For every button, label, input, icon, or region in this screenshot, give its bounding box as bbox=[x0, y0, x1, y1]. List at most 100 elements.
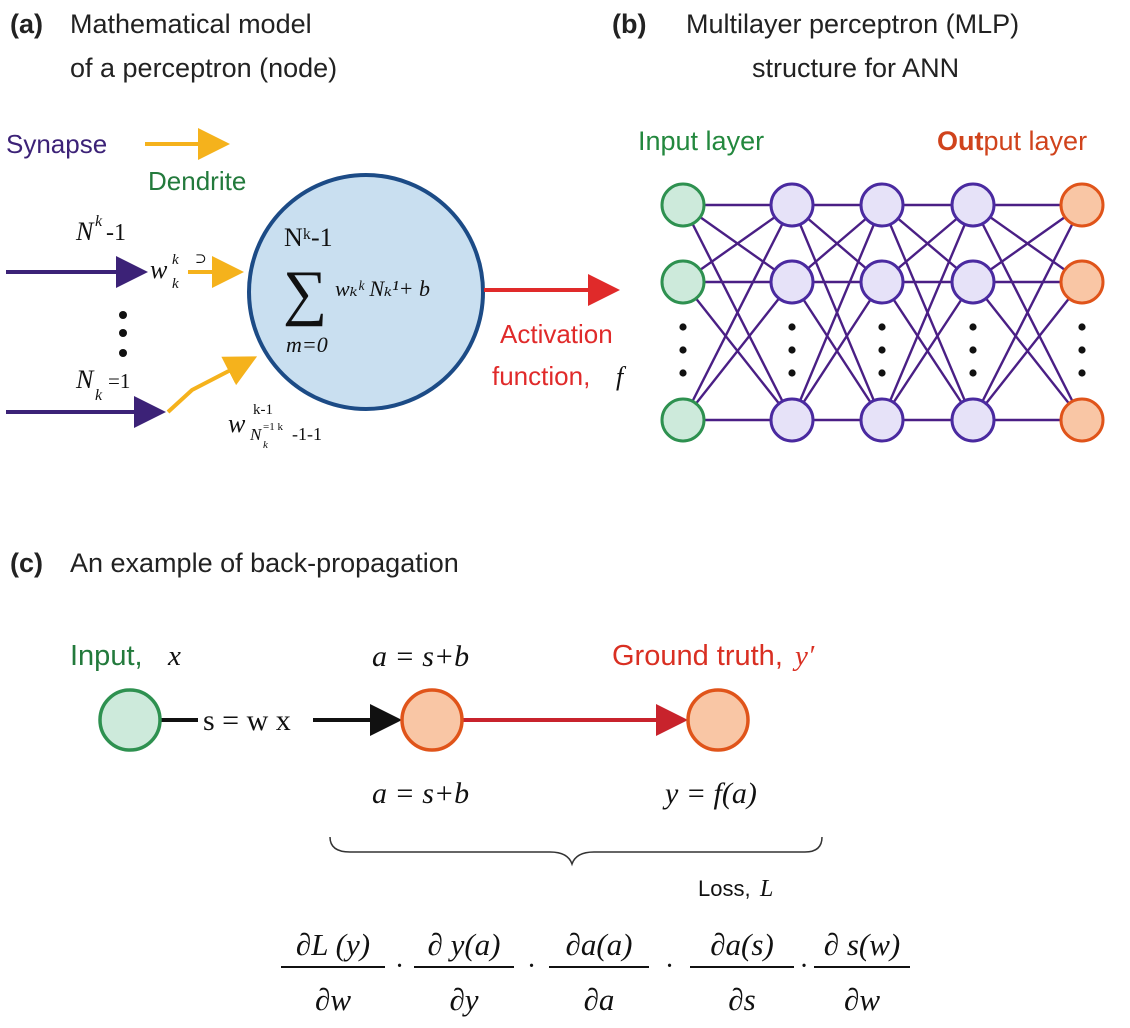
svg-text:-1-1: -1-1 bbox=[292, 424, 322, 444]
mlp-output-node bbox=[1059, 259, 1105, 305]
input-bottom-label: N k =1 bbox=[75, 365, 130, 404]
input-top-label: N k -1 bbox=[75, 213, 126, 246]
loss-brace bbox=[329, 836, 823, 867]
mlp-input-node bbox=[660, 182, 706, 228]
perceptron-node bbox=[247, 173, 485, 411]
mlp-connection bbox=[880, 281, 975, 421]
backprop-input-node bbox=[98, 688, 162, 752]
activation-label-line1: Activation bbox=[500, 319, 613, 349]
input-x-label: Input, bbox=[70, 640, 143, 672]
chain-term-denominator: ∂w bbox=[844, 982, 880, 1017]
mlp-ellipsis-dot bbox=[679, 369, 687, 377]
chain-term-denominator: ∂w bbox=[315, 982, 351, 1017]
sum-body: wₖᵏ Nₖ¹+ b bbox=[335, 276, 430, 301]
mlp-ellipsis-dot bbox=[788, 323, 796, 331]
svg-text:⊃: ⊃ bbox=[195, 252, 207, 267]
svg-text:k: k bbox=[172, 276, 179, 292]
mlp-connection bbox=[790, 281, 884, 421]
chain-rule-expression: ∂L (y)∂w·∂ y(a)∂y·∂a(a)∂a·∂a(s)∂s·∂ s(w)… bbox=[281, 927, 910, 1017]
chain-term-denominator: ∂a bbox=[584, 982, 615, 1017]
mlp-output-node bbox=[1059, 397, 1105, 443]
mlp-ellipsis-dot bbox=[788, 346, 796, 354]
mlp-hidden-node bbox=[950, 182, 996, 228]
chain-term-numerator: ∂L (y) bbox=[296, 927, 370, 962]
mlp-hidden-node bbox=[950, 259, 996, 305]
svg-text:k: k bbox=[95, 213, 103, 230]
dendrite-label: Dendrite bbox=[148, 166, 246, 196]
dendrite-arrow-bottom bbox=[166, 356, 258, 414]
sum-symbol: ∑ bbox=[283, 259, 327, 327]
svg-text:=1 k: =1 k bbox=[263, 421, 283, 433]
svg-text:N: N bbox=[249, 425, 263, 444]
mlp-ellipsis-dot bbox=[679, 323, 687, 331]
chain-term-numerator: ∂ s(w) bbox=[824, 927, 900, 962]
input-ellipsis-dot bbox=[119, 329, 127, 337]
panel-b-title-line2: structure for ANN bbox=[752, 53, 959, 83]
svg-text:k-1: k-1 bbox=[253, 402, 273, 418]
activation-symbol: f bbox=[616, 362, 627, 391]
mlp-ellipsis-dot bbox=[788, 369, 796, 377]
chain-multiply-dot: · bbox=[527, 951, 536, 982]
mlp-ellipsis-dot bbox=[969, 323, 977, 331]
mlp-edges bbox=[681, 203, 1084, 422]
mlp-ellipsis-dot bbox=[969, 369, 977, 377]
panel-c: (c) An example of back-propagation Input… bbox=[10, 548, 910, 1017]
mlp-connection bbox=[682, 281, 793, 421]
mlp-nodes bbox=[660, 182, 1105, 443]
mlp-connection bbox=[972, 281, 1083, 421]
activation-label-line2: function, bbox=[492, 361, 590, 391]
sum-upper-limit: Nᵏ-1 bbox=[284, 223, 333, 252]
mlp-ellipses bbox=[679, 323, 1086, 377]
node2-bottom-label: a = s+b bbox=[372, 777, 469, 810]
svg-text:-1: -1 bbox=[106, 220, 126, 246]
mlp-ellipsis-dot bbox=[679, 346, 687, 354]
svg-text:k: k bbox=[263, 439, 269, 451]
loss-symbol: L bbox=[759, 876, 773, 902]
chain-term-numerator: ∂a(s) bbox=[710, 927, 774, 962]
svg-text:k: k bbox=[172, 252, 179, 268]
svg-text:w: w bbox=[150, 255, 168, 284]
chain-term-numerator: ∂a(a) bbox=[566, 927, 633, 962]
panel-c-tag: (c) bbox=[10, 548, 43, 578]
svg-text:N: N bbox=[75, 365, 95, 394]
mlp-connection bbox=[790, 204, 884, 421]
input-ellipsis-dot bbox=[119, 311, 127, 319]
mlp-input-node bbox=[660, 259, 706, 305]
mlp-ellipsis-dot bbox=[878, 323, 886, 331]
mlp-hidden-node bbox=[859, 182, 905, 228]
panel-b: (b) Multilayer perceptron (MLP) structur… bbox=[612, 9, 1105, 443]
output-layer-label: Output layer bbox=[937, 126, 1087, 156]
edge-label-s: s = w x bbox=[203, 704, 291, 737]
backprop-hidden-node bbox=[400, 688, 464, 752]
mlp-connection bbox=[880, 204, 975, 421]
mlp-hidden-node bbox=[769, 397, 815, 443]
input-ellipsis-dot bbox=[119, 349, 127, 357]
chain-term-denominator: ∂s bbox=[728, 982, 755, 1017]
mlp-connection bbox=[681, 204, 794, 421]
panel-a-title-line2: of a perceptron (node) bbox=[70, 53, 337, 83]
mlp-hidden-node bbox=[859, 397, 905, 443]
mlp-ellipsis-dot bbox=[878, 346, 886, 354]
svg-text:=1: =1 bbox=[108, 369, 130, 393]
mlp-connection bbox=[971, 204, 1084, 421]
svg-text:N: N bbox=[75, 217, 95, 246]
panel-a-tag: (a) bbox=[10, 9, 43, 39]
loss-label: Loss, bbox=[698, 876, 751, 901]
weight-top-label: w k k ⊃ bbox=[150, 252, 207, 292]
panel-b-tag: (b) bbox=[612, 9, 646, 39]
chain-multiply-dot: · bbox=[395, 951, 404, 982]
mlp-ellipsis-dot bbox=[878, 369, 886, 377]
node2-top-label: a = s+b bbox=[372, 640, 469, 673]
mlp-hidden-node bbox=[950, 397, 996, 443]
svg-text:w: w bbox=[228, 409, 246, 438]
ground-truth-label: Ground truth, bbox=[612, 640, 783, 672]
mlp-ellipsis-dot bbox=[969, 346, 977, 354]
panel-c-title: An example of back-propagation bbox=[70, 548, 459, 578]
input-x-symbol: x bbox=[167, 640, 181, 672]
svg-text:k: k bbox=[95, 387, 103, 404]
node3-bottom-label: y = f(a) bbox=[662, 777, 757, 810]
mlp-ellipsis-dot bbox=[1078, 323, 1086, 331]
chain-multiply-dot: · bbox=[799, 951, 808, 982]
panel-b-title-line1: Multilayer perceptron (MLP) bbox=[686, 9, 1019, 39]
